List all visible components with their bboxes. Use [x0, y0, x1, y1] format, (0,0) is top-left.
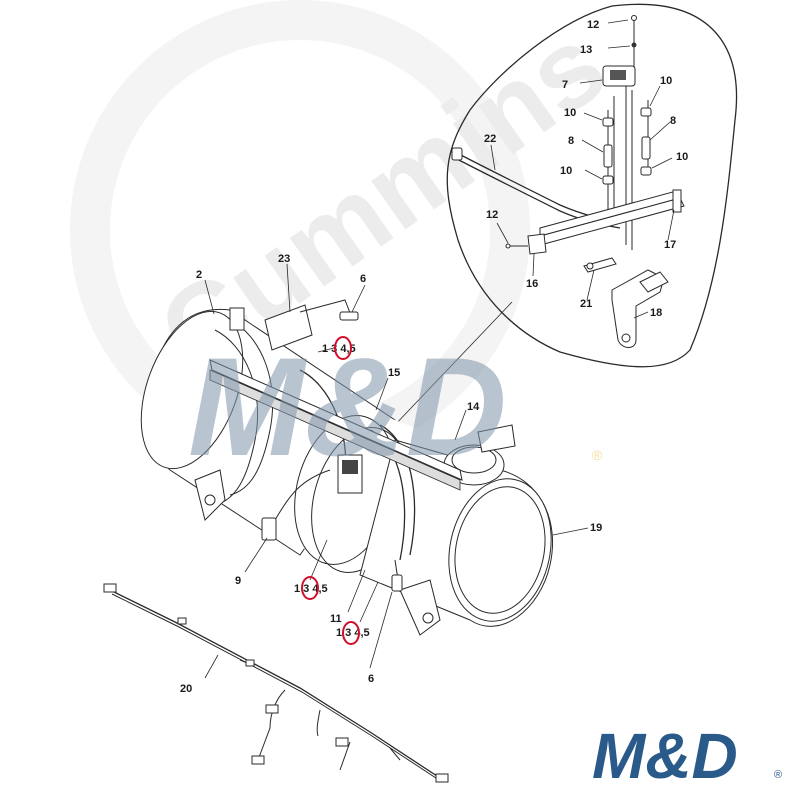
md-overlay-text: M&D: [188, 328, 507, 485]
inset-callout-10-d: 10: [560, 165, 572, 177]
inset-callout-8-b: 8: [670, 115, 676, 127]
callout-20: 20: [180, 683, 192, 695]
inset-leaders: [490, 19, 675, 319]
corner-logo: M&D ®: [592, 720, 782, 792]
corner-logo-text: M&D: [592, 720, 738, 792]
callout-15: 15: [388, 367, 400, 379]
connector-icon: [103, 583, 117, 593]
highlight-ring-top: [334, 336, 352, 360]
inset-callout-12-top: 12: [587, 19, 599, 31]
callout-6-bottom: 6: [368, 673, 374, 685]
md-overlay-watermark: M&D ®: [188, 328, 603, 485]
inset-callout-22: 22: [484, 133, 496, 145]
callout-11: 11: [330, 613, 342, 625]
bracket-23-icon: [264, 304, 313, 351]
inset-callout-10-c: 10: [676, 151, 688, 163]
callout-23: 23: [278, 253, 290, 265]
inset-balloon: [391, 3, 738, 429]
callout-19: 19: [590, 522, 602, 534]
inset-callout-18: 18: [650, 307, 662, 319]
rail-15-icon: [209, 359, 463, 481]
corner-logo-registered: ®: [774, 769, 782, 781]
inset-callout-21: 21: [580, 298, 592, 310]
bracket-16-icon: [527, 233, 547, 255]
callout-1345-mid: 1 3 4,5: [294, 583, 328, 595]
inset-callouts: 12 13 7 10 10 8 8 10 10 22 12 17 16 21 1…: [484, 19, 688, 319]
callout-6-top: 6: [360, 273, 366, 285]
callout-1345-low: 1 3 4,5: [336, 627, 370, 639]
sensor-9-icon: [261, 517, 277, 541]
main-leaders: [204, 263, 589, 679]
inset-callout-16: 16: [526, 278, 538, 290]
callout-2: 2: [196, 269, 202, 281]
aftertreatment-assembly: [140, 299, 554, 636]
inset-callout-10-b: 10: [564, 107, 576, 119]
inset-callout-17: 17: [664, 239, 676, 251]
inset-callout-13: 13: [580, 44, 592, 56]
wire-harness-20: [103, 583, 449, 783]
inset-callout-10-a: 10: [660, 75, 672, 87]
md-overlay-registered: ®: [592, 447, 603, 463]
hose-8-icon: [603, 144, 613, 168]
callout-9: 9: [235, 575, 241, 587]
bushing-10-icon: [602, 117, 614, 127]
callout-1345-top: 1 3 4,5: [322, 343, 356, 355]
washer-13-icon: [631, 42, 637, 48]
inset-callout-7: 7: [562, 79, 568, 91]
highlights: [301, 336, 360, 645]
sensor-6-icon: [339, 311, 359, 321]
bracket-17-icon: [539, 197, 685, 245]
inset-callout-8-a: 8: [568, 135, 574, 147]
inset-parts: [451, 15, 685, 348]
highlight-ring-low: [342, 621, 360, 645]
callout-14: 14: [467, 401, 480, 413]
highlight-ring-mid: [301, 576, 319, 600]
bolt-12-icon: [631, 15, 637, 21]
main-callouts: 2 23 6 1 3 4,5 15 14 19 9 1 3 4,5 11 1 3…: [180, 253, 602, 695]
inset-callout-12-mid: 12: [486, 209, 498, 221]
bracket-14-icon: [477, 424, 516, 453]
